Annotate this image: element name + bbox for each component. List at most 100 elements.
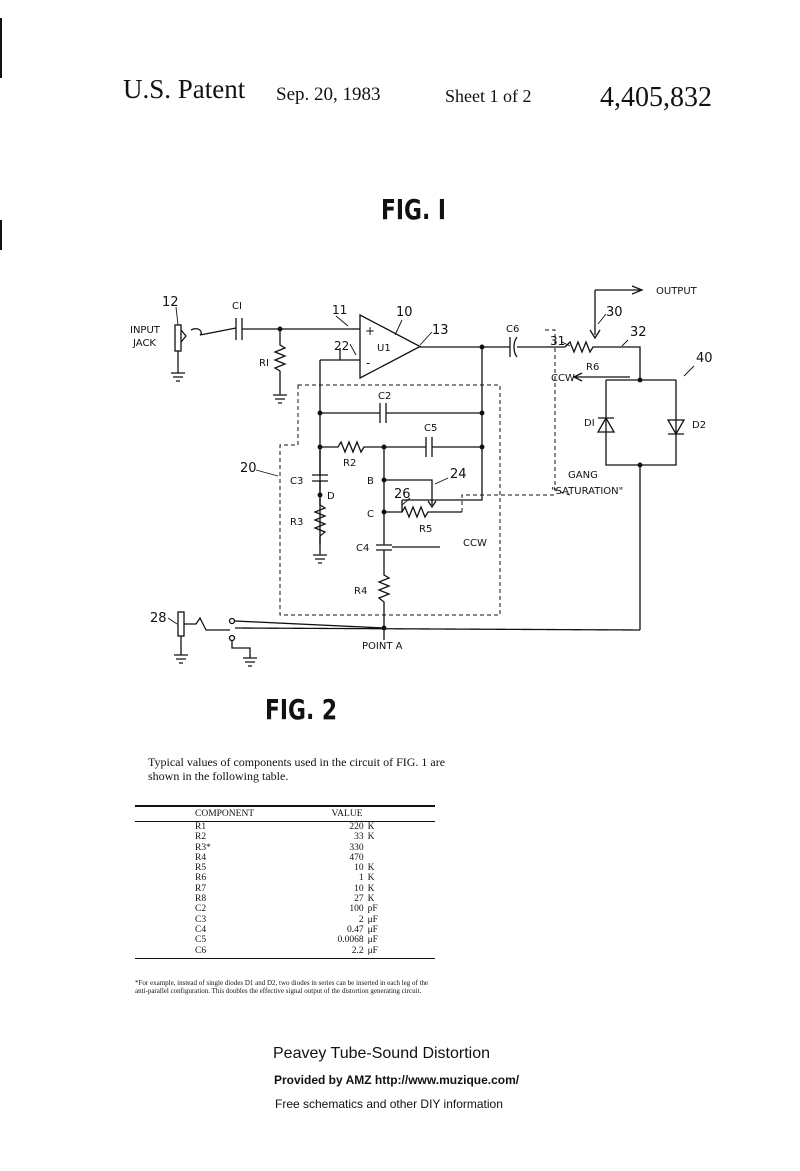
component-value: 1 [358, 873, 364, 884]
component-value: 0.47 [346, 924, 364, 935]
ref-40: 40 [696, 351, 713, 366]
diode-d1 [596, 416, 616, 433]
r4-resistor [377, 550, 391, 628]
patent-number: 4,405,832 [600, 82, 712, 113]
component-unit: K [367, 883, 375, 894]
input-jack-label-2: JACK [132, 338, 156, 349]
input-jack-symbol [174, 324, 182, 352]
component-unit: K [367, 832, 375, 843]
component-unit: pF [367, 904, 378, 915]
component-unit: μF [367, 935, 378, 946]
component-unit: K [367, 894, 375, 905]
component-name: R3* [195, 842, 211, 853]
ground-icon [171, 372, 185, 382]
d1-label: DI [584, 418, 595, 429]
component-name: R6 [195, 873, 207, 884]
component-name: C5 [195, 935, 207, 946]
r4-label: R4 [354, 586, 367, 597]
component-value: 330 [349, 842, 364, 853]
scan-edge-mark [0, 18, 2, 78]
ref-12: 12 [162, 295, 179, 310]
c2-label: C2 [378, 391, 391, 402]
ref-24: 24 [450, 467, 467, 482]
component-name: R4 [195, 852, 207, 863]
component-unit: K [367, 873, 375, 884]
component-unit: K [367, 822, 375, 832]
ref-22: 22 [334, 339, 349, 353]
component-value: 470 [349, 852, 364, 863]
ref-11: 11 [332, 303, 347, 317]
r5-label: R5 [419, 524, 432, 535]
op-amp-u1 [359, 313, 422, 380]
r1-label: RI [259, 358, 269, 369]
r2-resistor [320, 440, 384, 454]
component-value: 10 [354, 863, 364, 874]
d2-label: D2 [692, 420, 706, 431]
ref-26: 26 [394, 487, 411, 502]
r3-label: R3 [290, 517, 303, 528]
r1-resistor [273, 329, 287, 395]
sheet-number: Sheet 1 of 2 [445, 86, 532, 106]
component-unit [368, 853, 435, 863]
component-name: R7 [195, 883, 207, 894]
component-unit: μF [367, 914, 378, 925]
ref-30: 30 [606, 305, 623, 320]
component-value: 0.0068 [337, 935, 364, 946]
circuit-schematic: INPUT JACK 12 CI RI 11 10 13 22 + - U1 C… [130, 285, 713, 667]
node-c-label: C [367, 509, 374, 520]
ref-32: 32 [630, 325, 647, 340]
component-value: 2 [358, 914, 364, 925]
ref-13: 13 [432, 323, 449, 338]
component-unit: μF [367, 924, 378, 935]
ref-28: 28 [150, 611, 167, 626]
component-name: C4 [195, 924, 207, 935]
point-a-label: POINT A [362, 641, 403, 652]
component-name: C2 [195, 904, 207, 915]
c5-label: C5 [424, 423, 437, 434]
c5-capacitor [384, 437, 482, 457]
ref-10: 10 [396, 305, 413, 320]
ccw-bottom-label: CCW [463, 538, 487, 549]
r2-label: R2 [343, 458, 356, 469]
component-name: C6 [135, 945, 302, 959]
component-value: 10 [354, 883, 364, 894]
gang-label: GANG [568, 470, 598, 481]
saturation-label: "SATURATION" [551, 486, 623, 497]
credit-free-schematics: Free schematics and other DIY informatio… [275, 1097, 503, 1111]
component-name: R5 [195, 863, 207, 874]
component-value: 27 [354, 894, 364, 905]
plus-sign: + [365, 324, 375, 338]
c6-label: C6 [506, 324, 519, 335]
component-name: R1 [195, 822, 207, 832]
c4-capacitor [376, 544, 392, 551]
figure-2-title: FIG. 2 [265, 693, 338, 726]
credit-title: Peavey Tube-Sound Distortion [273, 1045, 491, 1062]
ground-icon [313, 554, 327, 564]
patent-label: U.S. Patent [123, 74, 246, 104]
c4-label: C4 [356, 543, 369, 554]
component-name: R8 [195, 894, 207, 905]
table-footnote: *For example, instead of single diodes D… [135, 979, 429, 995]
component-name: R2 [195, 832, 207, 843]
node-d-label: D [327, 491, 335, 502]
component-unit [368, 843, 435, 853]
ground-icon [174, 636, 188, 664]
header-component: COMPONENT [135, 805, 302, 822]
table-intro-text: Typical values of components used in the… [148, 755, 446, 783]
c6-capacitor [509, 336, 518, 358]
component-value: 33 [354, 832, 364, 843]
u1-label: U1 [377, 343, 391, 354]
c2-capacitor [320, 403, 482, 423]
component-unit: K [367, 863, 375, 874]
credit-provided-by: Provided by AMZ http://www.muzique.com/ [274, 1073, 520, 1087]
r6-potentiometer [564, 340, 620, 354]
